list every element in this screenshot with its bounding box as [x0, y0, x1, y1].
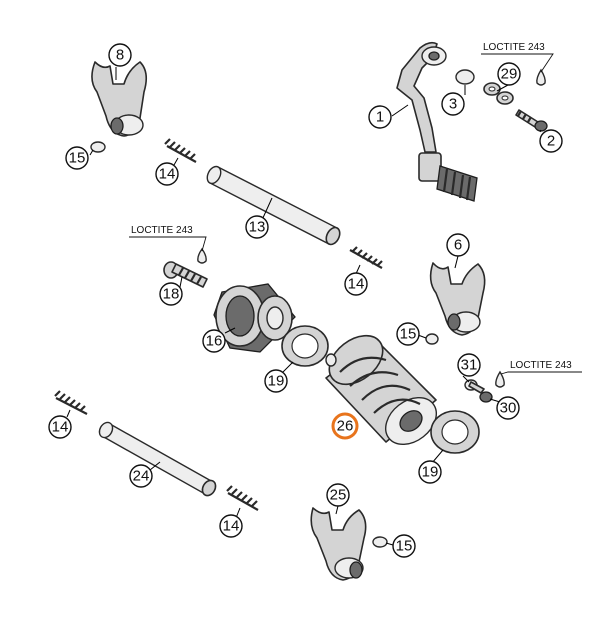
screw-30[interactable] — [468, 381, 493, 403]
callout-1-label: 1 — [376, 109, 384, 126]
shift-fork-25[interactable] — [310, 507, 367, 581]
washer-3[interactable] — [455, 69, 475, 85]
loctite-label-right: LOCTITE 243 — [510, 360, 572, 371]
callout-14-middle[interactable]: 14 — [344, 272, 368, 296]
callout-24-label: 24 — [133, 468, 150, 485]
callout-14-bottom[interactable]: 14 — [219, 514, 243, 538]
screw-18[interactable] — [163, 261, 208, 288]
callout-14-top-label: 14 — [159, 166, 176, 183]
screw-2[interactable] — [515, 109, 548, 132]
loctite-label-top: LOCTITE 243 — [483, 42, 545, 53]
callout-30[interactable]: 30 — [496, 396, 520, 420]
callout-2-label: 2 — [547, 133, 555, 150]
callout-14-bottom-label: 14 — [223, 518, 240, 535]
callout-6-label: 6 — [454, 237, 462, 254]
shift-fork-8[interactable] — [91, 61, 148, 137]
washer-19-upper[interactable] — [281, 325, 329, 367]
callout-15-top[interactable]: 15 — [65, 146, 89, 170]
callout-3-label: 3 — [449, 96, 457, 113]
loctite-label-left: LOCTITE 243 — [131, 225, 193, 236]
callout-24[interactable]: 24 — [129, 464, 153, 488]
callout-18-label: 18 — [163, 286, 180, 303]
callout-13-label: 13 — [249, 219, 266, 236]
spring-14-bottom[interactable] — [226, 485, 259, 511]
callout-8[interactable]: 8 — [108, 43, 132, 67]
callout-15-top-label: 15 — [69, 150, 86, 167]
shift-fork-6[interactable] — [429, 262, 486, 336]
callout-25[interactable]: 25 — [326, 483, 350, 507]
callout-15-right-label: 15 — [400, 326, 417, 343]
callout-18[interactable]: 18 — [159, 282, 183, 306]
callout-19-lower-label: 19 — [422, 464, 439, 481]
callout-6[interactable]: 6 — [446, 233, 470, 257]
callout-16[interactable]: 16 — [202, 329, 226, 353]
callout-14-top[interactable]: 14 — [155, 162, 179, 186]
callout-31-label: 31 — [461, 357, 478, 374]
lock-washer-29[interactable] — [483, 82, 514, 105]
loctite-note-left: LOCTITE 243 — [129, 225, 207, 252]
callout-30-label: 30 — [500, 400, 517, 417]
callout-29-label: 29 — [501, 66, 518, 83]
pin-15-top[interactable] — [90, 141, 106, 153]
pin-15-right[interactable] — [425, 333, 439, 345]
shift-lever-1[interactable] — [396, 41, 478, 202]
callout-29[interactable]: 29 — [497, 62, 521, 86]
loctite-drop-top — [536, 68, 546, 86]
washer-19-lower[interactable] — [430, 410, 480, 454]
loctite-drop-left — [197, 247, 207, 264]
spring-14-middle[interactable] — [349, 246, 383, 269]
callout-26[interactable]: 26 — [331, 412, 359, 440]
callout-1[interactable]: 1 — [368, 105, 392, 129]
shaft-13[interactable] — [205, 164, 343, 246]
loctite-drop-right — [495, 370, 505, 388]
spring-14-top[interactable] — [164, 138, 197, 163]
shaft-24[interactable] — [97, 420, 218, 498]
callout-3[interactable]: 3 — [441, 92, 465, 116]
callout-14-left-label: 14 — [52, 419, 69, 436]
callout-15-bottom-label: 15 — [396, 538, 413, 555]
loctite-note-top: LOCTITE 243 — [481, 42, 554, 73]
callout-19-upper-label: 19 — [268, 373, 285, 390]
callout-15-bottom[interactable]: 15 — [392, 534, 416, 558]
callout-14-left[interactable]: 14 — [48, 415, 72, 439]
callout-14-middle-label: 14 — [348, 276, 365, 293]
callout-26-label: 26 — [337, 418, 354, 435]
callout-2[interactable]: 2 — [539, 129, 563, 153]
shift-drum-26[interactable] — [320, 326, 445, 454]
callout-15-right[interactable]: 15 — [396, 322, 420, 346]
pin-15-bottom[interactable] — [372, 536, 388, 548]
callout-25-label: 25 — [330, 487, 347, 504]
callout-8-label: 8 — [116, 47, 124, 64]
callout-19-upper[interactable]: 19 — [264, 369, 288, 393]
callout-31[interactable]: 31 — [457, 353, 481, 377]
callout-13[interactable]: 13 — [245, 215, 269, 239]
loctite-note-right: LOCTITE 243 — [500, 360, 582, 375]
spring-14-left[interactable] — [54, 390, 88, 415]
leader-lines — [66, 67, 542, 546]
callout-16-label: 16 — [206, 333, 223, 350]
callout-19-lower[interactable]: 19 — [418, 460, 442, 484]
